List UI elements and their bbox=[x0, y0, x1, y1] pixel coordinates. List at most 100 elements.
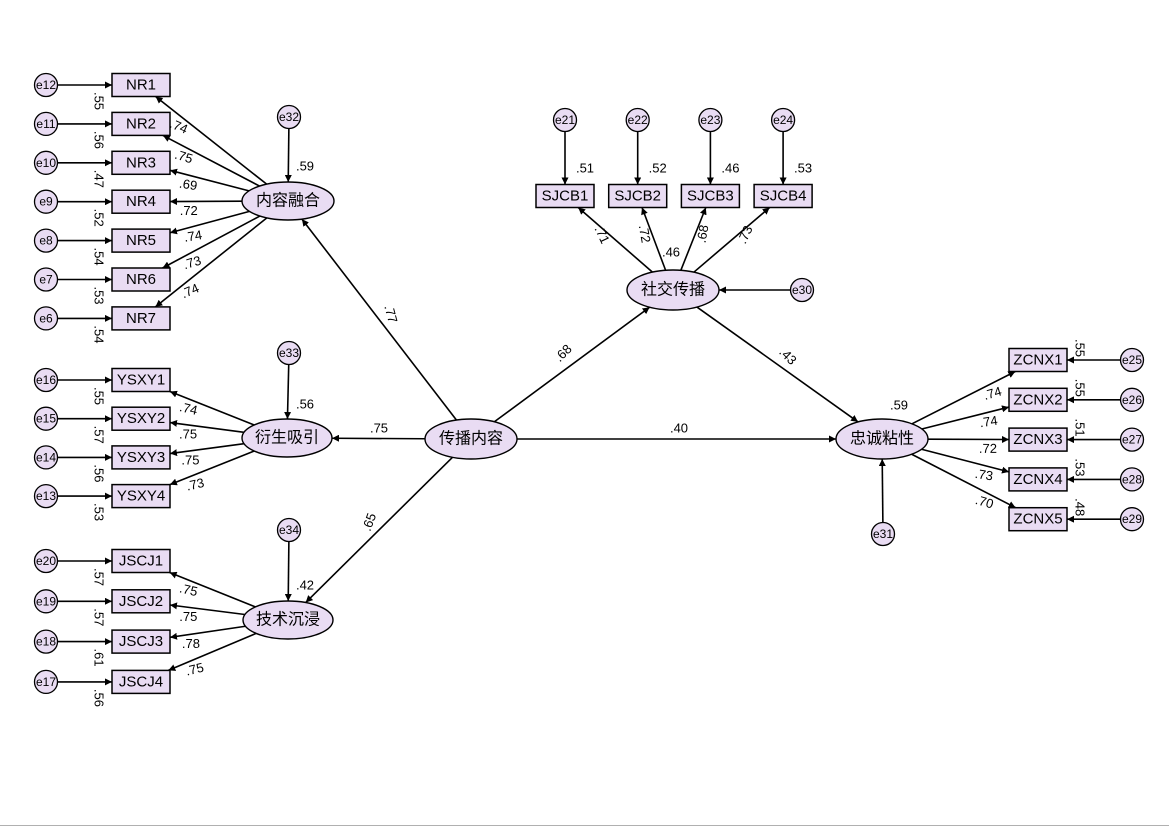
loading-arrow bbox=[155, 95, 268, 185]
error-circle bbox=[33, 189, 59, 214]
indicator-box bbox=[1008, 467, 1068, 492]
indicator-box bbox=[111, 548, 171, 574]
factor-loading: .72 bbox=[636, 224, 654, 244]
error-label: e31 bbox=[873, 527, 893, 541]
loading-arrow bbox=[169, 210, 250, 235]
indicator-box bbox=[607, 183, 668, 209]
factor-loading: .75 bbox=[184, 660, 205, 679]
factor-loading: .73 bbox=[974, 466, 994, 484]
factor-loading: .74 bbox=[178, 399, 199, 418]
indicator-r-squared: .47 bbox=[92, 170, 107, 188]
factor-loading: .74 bbox=[168, 116, 190, 137]
error-circle bbox=[33, 629, 59, 654]
factor-loading: .75 bbox=[179, 609, 197, 624]
indicator-r-squared: .53 bbox=[794, 161, 812, 176]
latent-ellipse-sjcb bbox=[626, 269, 720, 311]
indicator-r-squared: .53 bbox=[1073, 458, 1088, 476]
path-coefficient: .75 bbox=[370, 421, 388, 436]
latent-label-ysxy: 衍生吸引 bbox=[255, 429, 319, 447]
disturbance-arrow-ysxy bbox=[284, 364, 292, 420]
path-arrow-cbnr-nrrh bbox=[301, 218, 458, 421]
error-label: e16 bbox=[36, 373, 56, 387]
indicator-label: JSCJ3 bbox=[119, 633, 163, 650]
indicator-label: YSXY1 bbox=[117, 372, 165, 389]
latent-label-nrrh: 内容融合 bbox=[256, 192, 320, 210]
indicator-box bbox=[111, 111, 171, 137]
error-label: e15 bbox=[36, 412, 56, 426]
factor-loading: .75 bbox=[179, 427, 197, 442]
error-label: e30 bbox=[792, 283, 812, 297]
loading-arrow bbox=[911, 370, 1016, 425]
indicator-r-squared: .52 bbox=[649, 161, 667, 176]
indicator-r-squared: .53 bbox=[92, 286, 107, 304]
indicator-r-squared: .51 bbox=[1073, 419, 1088, 437]
error-label: e23 bbox=[700, 113, 720, 127]
error-circle bbox=[770, 107, 796, 133]
error-circle bbox=[552, 107, 578, 133]
error-label: e7 bbox=[39, 273, 53, 287]
error-label: e9 bbox=[39, 195, 53, 209]
indicator-box bbox=[111, 483, 171, 509]
indicator-label: NR7 bbox=[126, 310, 156, 327]
path-arrow-sjcb-zcnx bbox=[696, 306, 859, 423]
indicator-label: ZCNX5 bbox=[1013, 511, 1062, 528]
indicator-box bbox=[1008, 427, 1068, 452]
error-circle bbox=[1119, 347, 1145, 373]
indicator-box bbox=[111, 445, 171, 470]
error-label: e11 bbox=[36, 117, 55, 131]
loading-arrow bbox=[169, 625, 246, 640]
latent-r-squared: .56 bbox=[296, 397, 314, 412]
loading-arrow bbox=[169, 419, 245, 434]
indicator-box bbox=[111, 367, 171, 393]
loading-arrow bbox=[162, 134, 260, 187]
indicator-label: SJCB1 bbox=[542, 188, 589, 205]
error-label: e33 bbox=[279, 346, 299, 360]
latent-r-squared: .46 bbox=[662, 245, 680, 260]
indicator-box bbox=[753, 183, 813, 209]
indicator-r-squared: .55 bbox=[1073, 339, 1088, 357]
error-circle bbox=[33, 669, 59, 695]
indicator-label: ZCNX2 bbox=[1013, 391, 1062, 408]
error-label: e6 bbox=[39, 311, 53, 325]
factor-loading: .75 bbox=[178, 580, 199, 599]
indicator-label: NR6 bbox=[126, 271, 156, 288]
indicator-label: YSXY2 bbox=[117, 410, 165, 427]
indicator-label: NR5 bbox=[126, 232, 156, 249]
error-label: e34 bbox=[279, 523, 299, 537]
loading-arrow bbox=[911, 453, 1016, 509]
error-circle bbox=[33, 406, 59, 431]
latent-ellipse-ysxy bbox=[241, 418, 333, 458]
loading-arrow bbox=[169, 390, 255, 426]
indicator-label: NR2 bbox=[126, 115, 156, 132]
indicator-label: SJCB2 bbox=[614, 188, 661, 205]
error-label: e14 bbox=[36, 450, 56, 464]
indicator-r-squared: .46 bbox=[721, 161, 739, 176]
error-circle bbox=[33, 150, 59, 175]
indicator-label: YSXY3 bbox=[117, 449, 165, 466]
indicator-r-squared: .61 bbox=[92, 649, 107, 667]
error-label: e26 bbox=[1122, 393, 1142, 407]
indicator-r-squared: .51 bbox=[576, 161, 594, 176]
loading-arrow bbox=[921, 405, 1010, 430]
error-circle bbox=[1119, 507, 1145, 532]
error-label: e25 bbox=[1122, 353, 1142, 367]
indicator-r-squared: .53 bbox=[92, 503, 107, 521]
indicator-box bbox=[111, 267, 171, 292]
error-circle bbox=[1119, 467, 1145, 492]
factor-loading: .73 bbox=[734, 223, 755, 246]
error-label: e24 bbox=[773, 113, 793, 127]
disturbance-arrow-jscj bbox=[284, 541, 292, 602]
factor-loading: .75 bbox=[173, 147, 195, 167]
factor-loading: .69 bbox=[178, 176, 198, 194]
latent-ellipse-cbnr bbox=[424, 418, 518, 460]
error-circle bbox=[789, 277, 815, 303]
error-circle bbox=[33, 72, 59, 98]
error-label: e28 bbox=[1122, 472, 1142, 486]
loading-arrow bbox=[921, 448, 1010, 474]
error-label: e18 bbox=[36, 635, 56, 649]
indicator-box bbox=[111, 150, 171, 176]
error-circle bbox=[33, 367, 59, 393]
error-label: e8 bbox=[39, 234, 53, 248]
indicator-r-squared: .52 bbox=[92, 209, 107, 227]
